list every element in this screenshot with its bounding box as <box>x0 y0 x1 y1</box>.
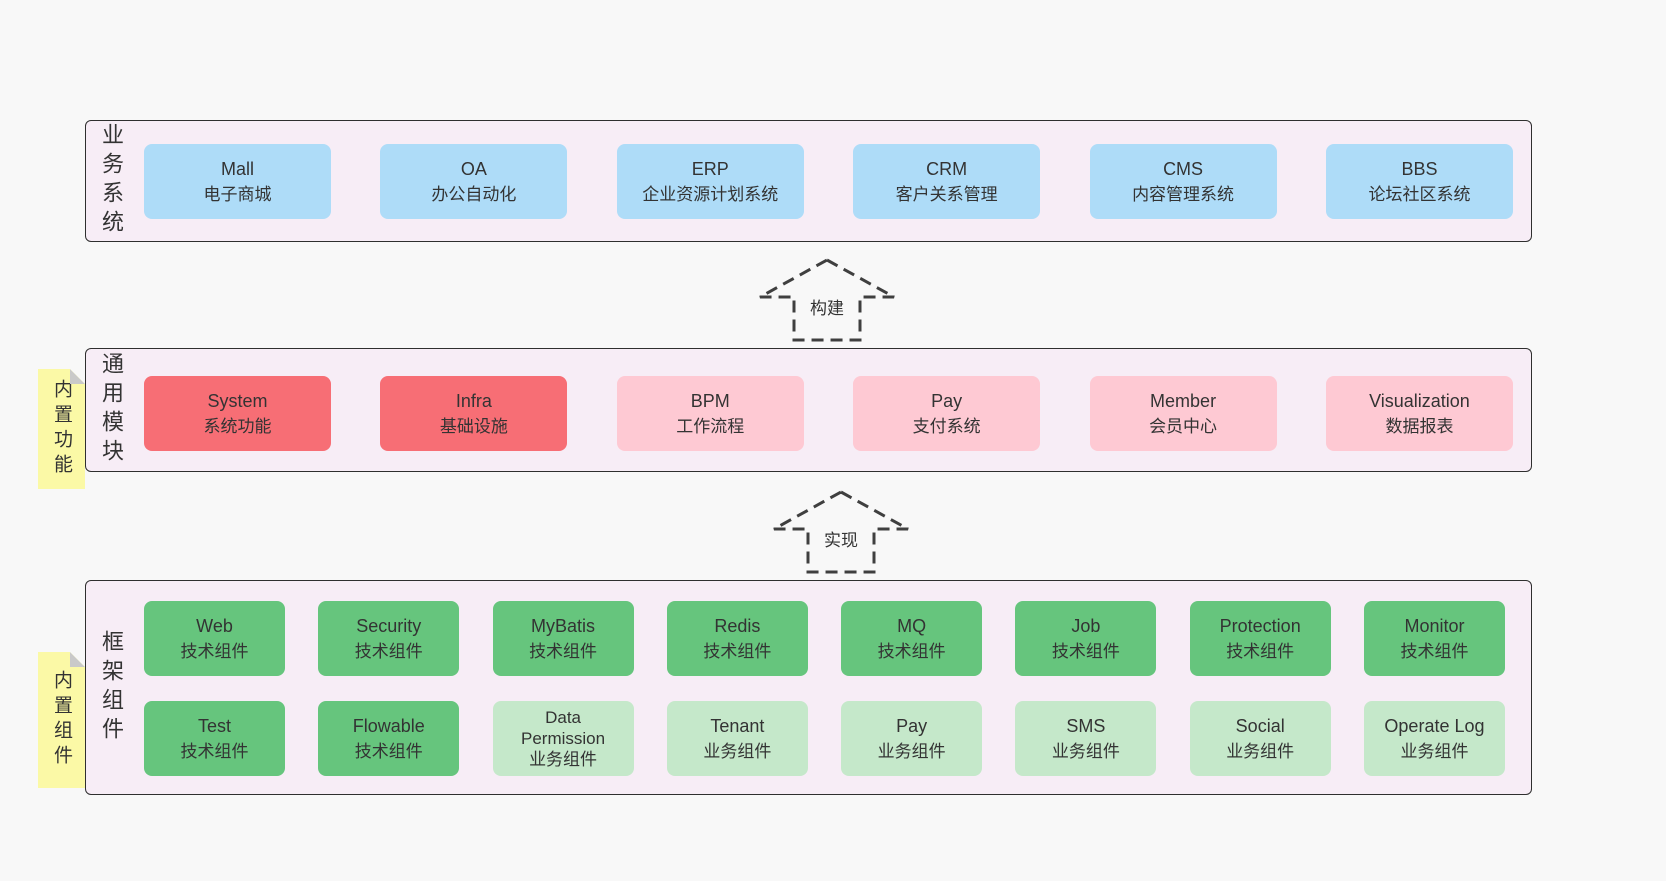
box-social: Social 业务组件 <box>1189 701 1331 776</box>
sticky-note-label: 内置组件 <box>51 670 72 770</box>
box-infra: Infra 基础设施 <box>380 376 568 451</box>
box-oa: OA 办公自动化 <box>380 144 568 219</box>
box-system: System 系统功能 <box>144 376 331 451</box>
layer-components-side-label: 框架组件 <box>99 629 124 746</box>
box-pay-biz: Pay 业务组件 <box>841 701 983 776</box>
block-arrow-up-icon <box>773 490 909 574</box>
box-bpm: BPM 工作流程 <box>616 376 804 451</box>
modules-box-row: System 系统功能 Infra 基础设施 BPM 工作流程 Pay 支付系统… <box>144 376 1513 451</box>
arrow-build-label: 构建 <box>810 299 844 318</box>
box-visualization: Visualization 数据报表 <box>1325 376 1513 451</box>
folded-corner-icon <box>70 369 85 384</box>
arrow-label-bg <box>803 295 851 321</box>
box-job: Job 技术组件 <box>1015 601 1157 676</box>
block-arrow-up-icon <box>759 258 895 342</box>
layer-framework-components: 框架组件 Web 技术组件 Security 技术组件 MyBatis 技术组件… <box>85 580 1532 795</box>
box-operate-log: Operate Log 业务组件 <box>1363 701 1505 776</box>
box-web: Web 技术组件 <box>144 601 285 676</box>
layer-business-side-label: 业务系统 <box>99 123 124 239</box>
arrow-label-bg <box>817 527 865 553</box>
box-protection: Protection 技术组件 <box>1189 601 1331 676</box>
layer-business-systems: 业务系统 Mall 电子商城 OA 办公自动化 ERP 企业资源计划系统 CRM… <box>85 120 1532 242</box>
box-monitor: Monitor 技术组件 <box>1363 601 1505 676</box>
box-mq: MQ 技术组件 <box>841 601 983 676</box>
box-flowable: Flowable 技术组件 <box>318 701 460 776</box>
components-box-grid: Web 技术组件 Security 技术组件 MyBatis 技术组件 Redi… <box>144 601 1505 776</box>
box-crm: CRM 客户关系管理 <box>853 144 1041 219</box>
arrow-build: 构建 <box>759 258 895 342</box>
box-erp: ERP 企业资源计划系统 <box>616 144 804 219</box>
box-member: Member 会员中心 <box>1089 376 1277 451</box>
folded-corner-icon <box>70 652 85 667</box>
arrow-implement: 实现 <box>773 490 909 574</box>
box-cms: CMS 内容管理系统 <box>1089 144 1277 219</box>
sticky-note-built-in-features: 内置功能 <box>38 369 85 489</box>
business-box-row: Mall 电子商城 OA 办公自动化 ERP 企业资源计划系统 CRM 客户关系… <box>144 144 1513 219</box>
box-mybatis: MyBatis 技术组件 <box>492 601 634 676</box>
box-redis: Redis 技术组件 <box>666 601 808 676</box>
box-bbs: BBS 论坛社区系统 <box>1325 144 1513 219</box>
box-mall: Mall 电子商城 <box>144 144 331 219</box>
sticky-note-label: 内置功能 <box>51 379 72 479</box>
arrow-implement-label: 实现 <box>824 531 858 550</box>
box-security: Security 技术组件 <box>318 601 460 676</box>
box-tenant: Tenant 业务组件 <box>666 701 808 776</box>
box-test: Test 技术组件 <box>144 701 285 776</box>
layer-modules-side-label: 通用模块 <box>99 352 124 468</box>
sticky-note-built-in-components: 内置组件 <box>38 652 85 788</box>
layer-common-modules: 通用模块 System 系统功能 Infra 基础设施 BPM 工作流程 Pay… <box>85 348 1532 472</box>
box-data-permission: Data Permission 业务组件 <box>492 701 634 776</box>
box-pay: Pay 支付系统 <box>853 376 1041 451</box>
box-sms: SMS 业务组件 <box>1015 701 1157 776</box>
